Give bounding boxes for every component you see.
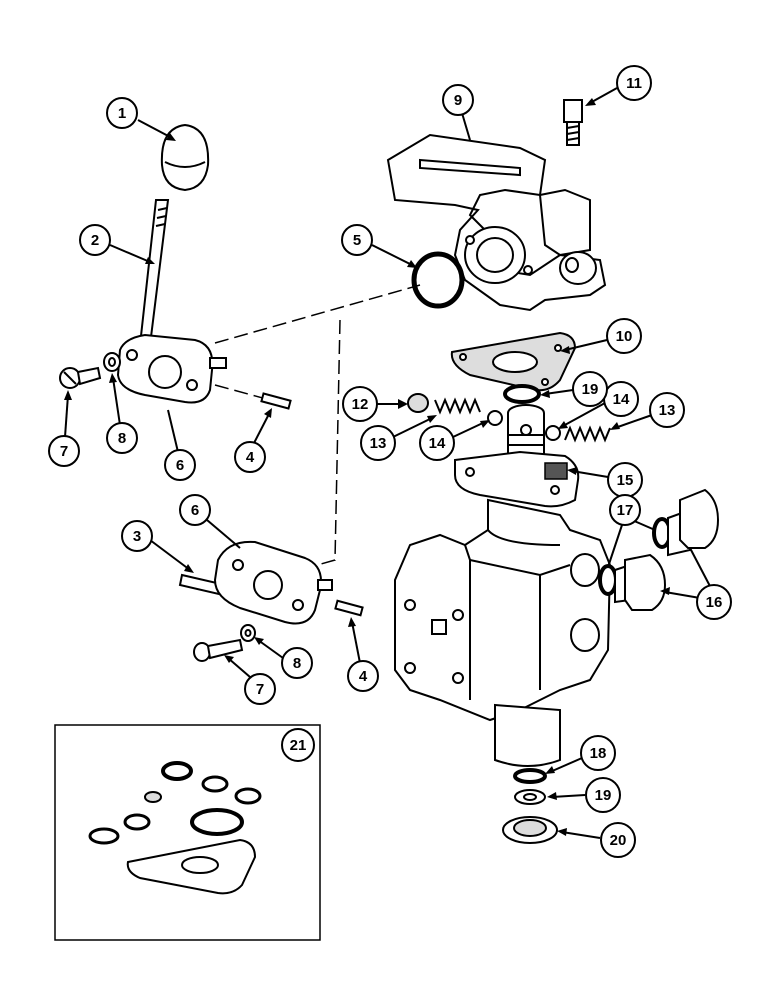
- callout-20: 20: [557, 822, 636, 858]
- callout-19-upper: 19: [540, 371, 608, 407]
- assembly-guide-lines: [214, 284, 421, 571]
- part-flange-plate-upper: [116, 333, 227, 404]
- callout-6-lower: 6: [179, 494, 241, 549]
- svg-text:8: 8: [293, 655, 301, 672]
- part-pin-upper: [260, 392, 292, 410]
- callout-8-upper: 8: [106, 373, 138, 454]
- callout-6-upper: 6: [164, 409, 196, 481]
- svg-text:5: 5: [353, 232, 361, 249]
- part-spring-right: [564, 425, 611, 443]
- svg-text:15: 15: [617, 472, 634, 489]
- part-flange-plate-lower: [213, 540, 333, 625]
- svg-text:6: 6: [191, 502, 199, 519]
- part-seal-ring-lower: [514, 789, 546, 805]
- svg-text:9: 9: [454, 92, 462, 109]
- callout-7-lower: 7: [224, 655, 276, 705]
- svg-text:7: 7: [60, 443, 68, 460]
- part-valve-body: [394, 498, 612, 767]
- callout-15: 15: [567, 462, 643, 498]
- svg-text:13: 13: [659, 402, 676, 419]
- part-bracket-housing: [386, 133, 607, 312]
- part-ball-right: [545, 425, 561, 441]
- part-o-ring-fitting-lower: [598, 564, 618, 596]
- part-filter: [502, 816, 558, 844]
- svg-text:14: 14: [429, 435, 446, 452]
- part-pin-lower: [334, 599, 364, 617]
- part-washer-upper: [103, 352, 121, 372]
- callout-18: 18: [545, 735, 616, 774]
- svg-text:7: 7: [256, 681, 264, 698]
- part-knob: [160, 123, 210, 192]
- callout-7-upper: 7: [48, 390, 80, 467]
- callout-3: 3: [121, 520, 194, 573]
- svg-text:4: 4: [359, 668, 368, 685]
- part-set-screw: [544, 462, 568, 480]
- callout-16: 16: [660, 547, 732, 620]
- svg-text:6: 6: [176, 457, 184, 474]
- part-ball-left: [487, 410, 503, 426]
- callout-1: 1: [106, 97, 176, 141]
- part-fitting-upper: [667, 488, 720, 557]
- callout-4-upper: 4: [234, 408, 272, 473]
- svg-text:19: 19: [582, 381, 599, 398]
- svg-text:17: 17: [617, 502, 634, 519]
- callout-12: 12: [342, 386, 408, 422]
- callout-14-left: 14: [419, 420, 490, 461]
- svg-text:13: 13: [370, 435, 387, 452]
- svg-text:3: 3: [133, 528, 141, 545]
- part-screw-lower: [193, 638, 244, 662]
- callout-13-left: 13: [360, 415, 437, 461]
- callout-5: 5: [341, 224, 417, 268]
- callout-21: 21: [281, 728, 315, 762]
- svg-text:14: 14: [613, 391, 630, 408]
- svg-text:19: 19: [595, 787, 612, 804]
- svg-text:18: 18: [590, 745, 607, 762]
- callouts: 1 2 3 4 4: [48, 65, 732, 858]
- svg-text:11: 11: [626, 75, 642, 92]
- callout-11: 11: [585, 65, 652, 106]
- part-plug: [407, 393, 429, 413]
- part-seal-ring-upper: [503, 384, 541, 404]
- svg-text:12: 12: [352, 396, 369, 413]
- callout-10: 10: [560, 318, 642, 354]
- callout-2: 2: [79, 224, 155, 264]
- svg-text:2: 2: [91, 232, 99, 249]
- svg-text:16: 16: [706, 594, 723, 611]
- callout-13-right: 13: [610, 392, 685, 430]
- part-cap-screw: [563, 99, 583, 146]
- part-seal: [513, 768, 547, 784]
- svg-text:20: 20: [610, 832, 627, 849]
- svg-text:1: 1: [118, 105, 126, 122]
- callout-8-lower: 8: [254, 637, 313, 679]
- svg-text:8: 8: [118, 430, 126, 447]
- part-washer-lower: [240, 624, 256, 642]
- callout-4-lower: 4: [347, 617, 379, 692]
- part-fitting-lower: [614, 553, 667, 611]
- seal-kit-box: [54, 724, 321, 941]
- callout-9: 9: [442, 84, 474, 141]
- svg-text:21: 21: [290, 737, 307, 754]
- part-spring-left: [434, 397, 481, 415]
- part-gasket: [450, 331, 577, 392]
- part-screw-upper: [59, 366, 102, 389]
- svg-text:10: 10: [616, 328, 633, 345]
- svg-text:4: 4: [246, 449, 255, 466]
- callout-19-lower: 19: [547, 777, 621, 813]
- callout-17: 17: [607, 494, 656, 568]
- part-o-ring-large: [411, 251, 465, 309]
